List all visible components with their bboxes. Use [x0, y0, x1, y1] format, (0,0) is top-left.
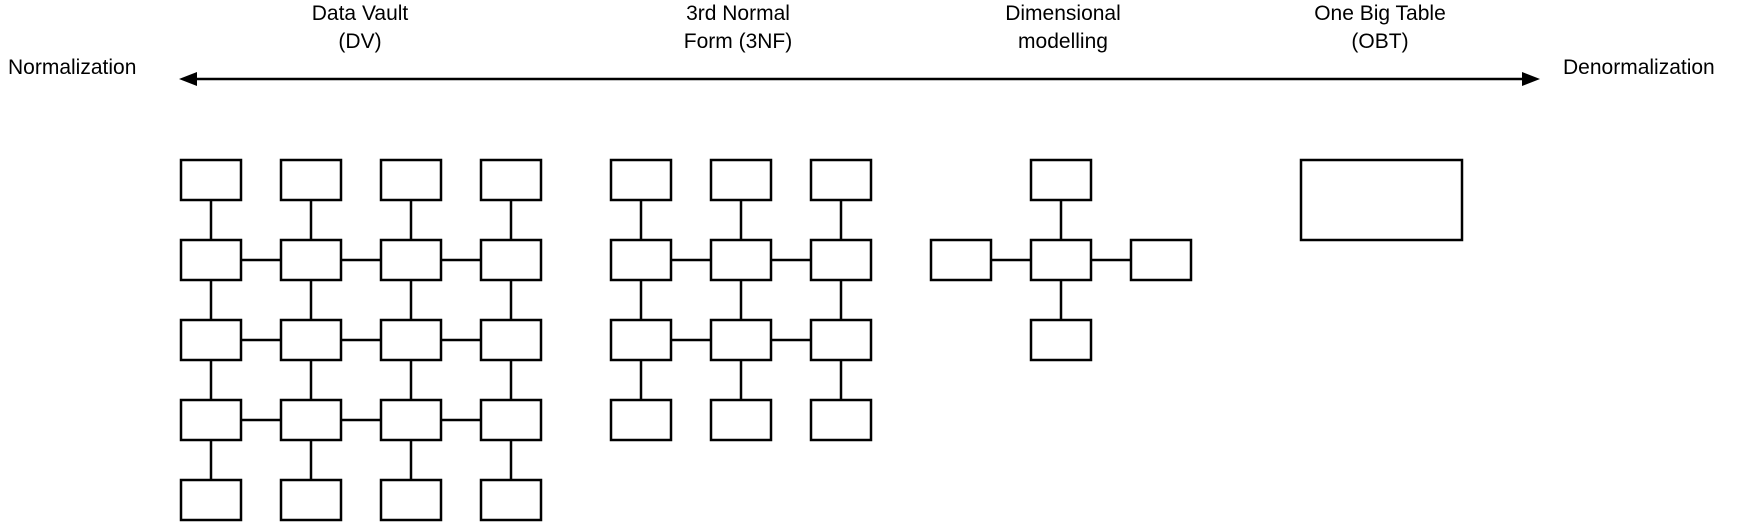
label-third-normal-form-line1: 3rd Normal: [686, 2, 790, 25]
third-normal-form-table-box: [709, 398, 773, 442]
data-vault-table-box: [179, 478, 243, 522]
data-vault-table-box: [379, 238, 443, 282]
dimensional-modelling-dimension-box: [929, 238, 993, 282]
data-vault-table-box: [279, 318, 343, 362]
label-dimensional-modelling-line1: Dimensional: [1005, 2, 1121, 25]
third-normal-form-table-box: [809, 398, 873, 442]
third-normal-form-table-box: [609, 238, 673, 282]
third-normal-form-table-box: [609, 158, 673, 202]
data-vault-table-box: [479, 158, 543, 202]
dimensional-modelling-dimension-box: [1029, 158, 1093, 202]
one-big-table-big-table-box: [1299, 158, 1464, 242]
data-vault-table-box: [479, 478, 543, 522]
data-vault-table-box: [479, 398, 543, 442]
label-dimensional-modelling-line2: modelling: [1018, 30, 1108, 53]
label-one-big-table: One Big Table (OBT): [1314, 0, 1446, 56]
third-normal-form-table-box: [809, 158, 873, 202]
data-vault-table-box: [379, 318, 443, 362]
spectrum-arrowhead-right: [1522, 72, 1540, 86]
label-third-normal-form: 3rd Normal Form (3NF): [684, 0, 793, 56]
third-normal-form-table-box: [709, 318, 773, 362]
data-vault-table-box: [379, 398, 443, 442]
spectrum-arrowhead-left: [179, 72, 197, 86]
label-data-vault-line2: (DV): [338, 30, 382, 53]
label-third-normal-form-line2: Form (3NF): [683, 30, 793, 53]
data-vault-table-box: [479, 318, 543, 362]
label-dimensional-modelling: Dimensional modelling: [1005, 0, 1121, 56]
data-vault-table-box: [279, 398, 343, 442]
label-data-vault: Data Vault (DV): [312, 0, 409, 56]
denormalization-label: Denormalization: [1563, 56, 1715, 79]
third-normal-form-table-box: [809, 318, 873, 362]
data-vault-table-box: [479, 238, 543, 282]
data-vault-table-box: [179, 238, 243, 282]
label-one-big-table-line2: (OBT): [1351, 30, 1409, 53]
data-vault-table-box: [379, 158, 443, 202]
third-normal-form-table-box: [609, 318, 673, 362]
data-vault-table-box: [179, 318, 243, 362]
data-vault-table-box: [279, 158, 343, 202]
data-vault-table-box: [379, 478, 443, 522]
normalization-label: Normalization: [8, 56, 137, 79]
data-vault-table-box: [279, 238, 343, 282]
data-vault-table-box: [279, 478, 343, 522]
third-normal-form-table-box: [709, 238, 773, 282]
dimensional-modelling-dimension-box: [1029, 318, 1093, 362]
label-data-vault-line1: Data Vault: [311, 2, 409, 25]
dimensional-modelling-fact-box: [1029, 238, 1093, 282]
label-one-big-table-line1: One Big Table: [1314, 2, 1446, 25]
third-normal-form-table-box: [609, 398, 673, 442]
third-normal-form-table-box: [709, 158, 773, 202]
data-vault-table-box: [179, 398, 243, 442]
dimensional-modelling-dimension-box: [1129, 238, 1193, 282]
third-normal-form-table-box: [809, 238, 873, 282]
data-vault-table-box: [179, 158, 243, 202]
